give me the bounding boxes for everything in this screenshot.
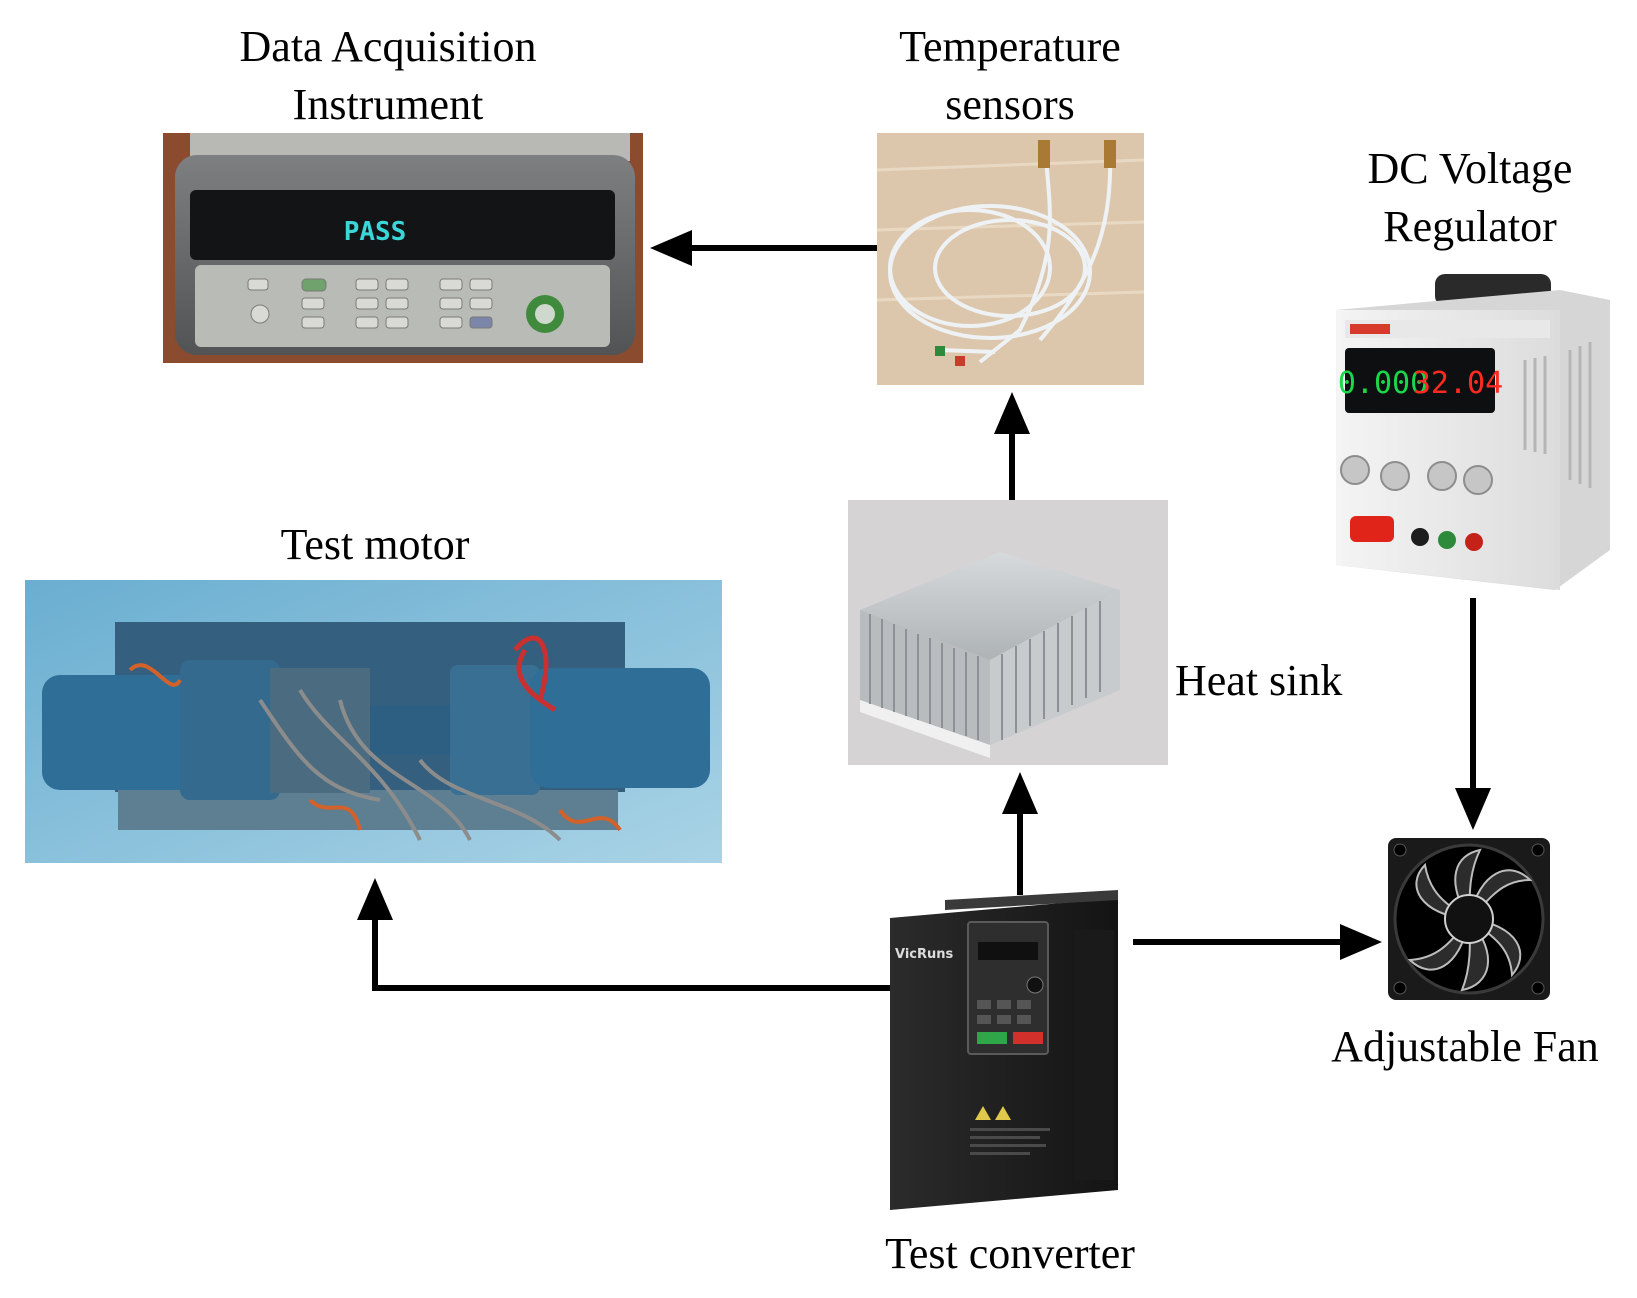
- label-adjustable-fan: Adjustable Fan: [1331, 1022, 1599, 1071]
- label-line: sensors: [945, 80, 1075, 129]
- label-line: Temperature: [899, 22, 1121, 71]
- daq-screen-text: PASS: [344, 217, 407, 247]
- heat-sink-icon: [848, 500, 1168, 765]
- label-line: Data Acquisition: [239, 22, 537, 71]
- temperature-sensor-icon: [876, 133, 1145, 385]
- test-converter-icon: VicRuns: [890, 890, 1118, 1210]
- converter-brand-text: VicRuns: [895, 947, 954, 962]
- arrow-regulator-to-fan: [1455, 598, 1491, 830]
- arrow-converter-to-fan: [1133, 924, 1382, 960]
- label-test-motor: Test motor: [280, 520, 470, 569]
- dc-current-display: 0.000: [1338, 366, 1428, 401]
- arrow-converter-to-motor: [357, 878, 890, 991]
- label-temperature-sensors: Temperature sensors: [860, 18, 1160, 134]
- arrow-heatsink-to-sensors: [994, 392, 1030, 500]
- arrow-converter-to-heatsink: [1002, 772, 1038, 895]
- label-line: DC Voltage: [1367, 144, 1573, 193]
- label-test-converter: Test converter: [885, 1229, 1135, 1278]
- label-dc-voltage-regulator: DC Voltage Regulator: [1320, 140, 1620, 256]
- data-acquisition-instrument-icon: PASS: [163, 133, 643, 363]
- label-data-acquisition-instrument: Data Acquisition Instrument: [188, 18, 588, 134]
- dc-voltage-display: 32.04: [1413, 366, 1503, 401]
- arrow-sensors-to-daq: [650, 230, 877, 266]
- label-line: Instrument: [292, 80, 484, 129]
- adjustable-fan-icon: [1388, 838, 1550, 1000]
- label-line: Regulator: [1383, 202, 1557, 251]
- label-heat-sink: Heat sink: [1175, 656, 1343, 705]
- test-motor-icon: [25, 580, 722, 863]
- dc-voltage-regulator-icon: 0.000 32.04: [1336, 274, 1610, 590]
